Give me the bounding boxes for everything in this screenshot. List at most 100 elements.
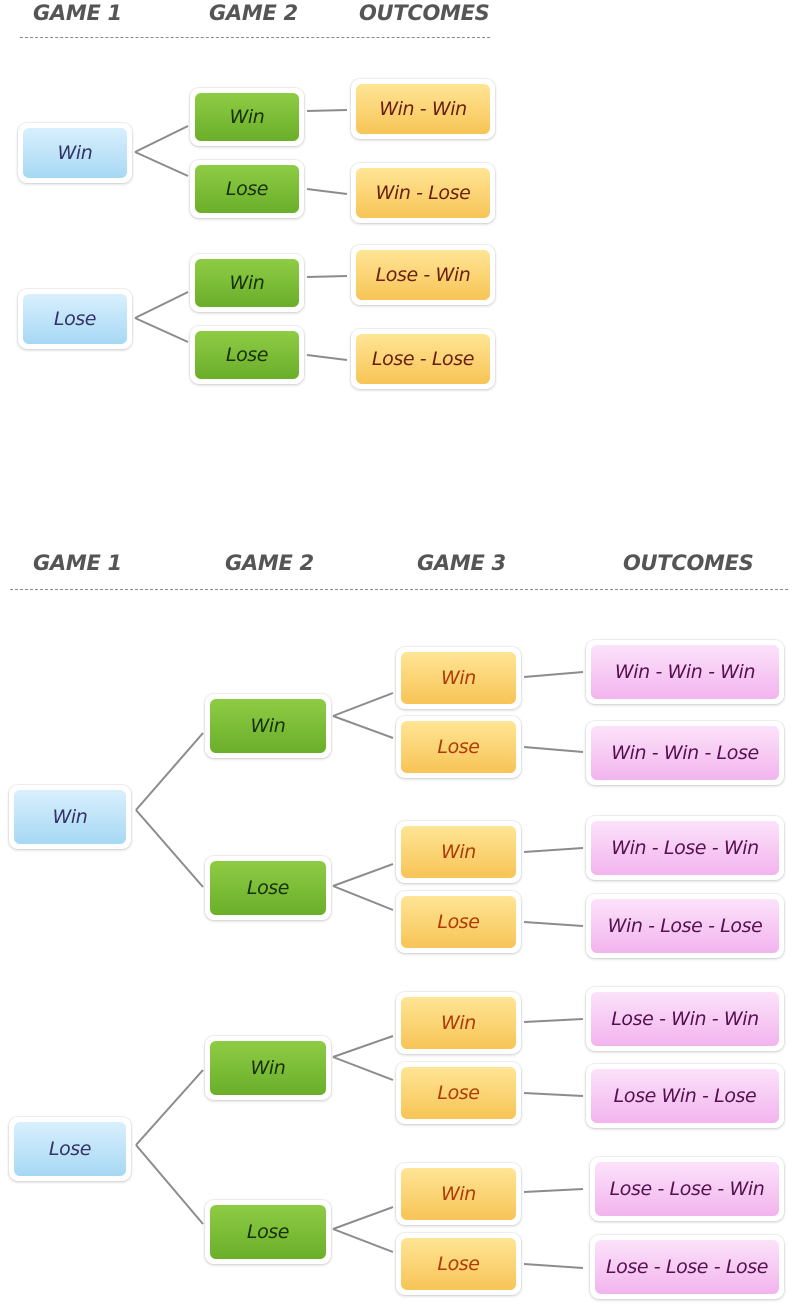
outcome-node: Lose - Lose - Lose xyxy=(590,1235,784,1299)
node-label: Win - Win - Win xyxy=(591,645,779,699)
node-label: Lose xyxy=(401,721,516,773)
game1-node-lose: Lose xyxy=(18,289,132,349)
node-label: Lose - Lose xyxy=(356,334,490,384)
node-label: Win - Win - Lose xyxy=(591,726,779,780)
connector xyxy=(332,715,394,739)
connector xyxy=(523,1263,584,1269)
game2-node-win: Win xyxy=(190,88,304,146)
game2-node-lose: Lose xyxy=(205,856,331,920)
header-outcomes: OUTCOMES xyxy=(359,1,490,25)
connector xyxy=(135,1069,204,1146)
game3-node-win: Win xyxy=(396,992,521,1054)
outcome-node: Win - Win - Lose xyxy=(586,721,784,785)
header-game-1: GAME 1 xyxy=(33,1,122,25)
node-label: Win xyxy=(401,652,516,704)
game2-node-win: Win xyxy=(205,1036,331,1100)
node-label: Lose xyxy=(23,294,127,344)
node-label: Win xyxy=(210,699,326,753)
outcome-node: Lose - Lose xyxy=(351,329,495,389)
connector xyxy=(523,671,584,678)
connector xyxy=(332,863,394,887)
node-label: Win xyxy=(401,826,516,878)
node-label: Lose - Lose - Lose xyxy=(595,1240,779,1294)
node-label: Lose xyxy=(195,331,299,379)
node-label: Win xyxy=(210,1041,326,1095)
game2-node-win: Win xyxy=(205,694,331,758)
header-outcomes: OUTCOMES xyxy=(623,551,754,575)
node-label: Win xyxy=(23,128,127,178)
connector xyxy=(135,732,204,811)
header-divider xyxy=(20,37,490,38)
connector xyxy=(306,354,348,361)
connector xyxy=(332,1228,394,1253)
node-label: Win - Lose - Win xyxy=(591,821,779,875)
game3-node-lose: Lose xyxy=(396,891,521,953)
node-label: Lose xyxy=(401,1067,516,1119)
node-label: Lose xyxy=(195,165,299,213)
connector xyxy=(332,1206,394,1230)
game2-node-lose: Lose xyxy=(205,1200,331,1264)
outcome-node: Win - Lose - Win xyxy=(586,816,784,880)
game3-node-lose: Lose xyxy=(396,716,521,778)
connector xyxy=(332,1056,394,1081)
connector xyxy=(332,692,394,717)
game1-node-win: Win xyxy=(9,785,131,849)
node-label: Win xyxy=(195,93,299,141)
outcome-node: Lose - Win - Win xyxy=(586,987,784,1051)
connector xyxy=(134,151,189,177)
outcome-node: Win - Win - Win xyxy=(586,640,784,704)
connector xyxy=(306,188,348,195)
connector xyxy=(523,847,584,853)
outcome-node: Win - Win xyxy=(351,79,495,139)
game3-node-lose: Lose xyxy=(396,1233,521,1295)
connector xyxy=(332,885,394,911)
connector xyxy=(332,1035,394,1058)
node-label: Win - Lose xyxy=(356,168,490,218)
outcome-node: Win - Lose xyxy=(351,163,495,223)
node-label: Lose - Win xyxy=(356,250,490,300)
outcome-node: Lose - Win xyxy=(351,245,495,305)
game2-node-lose: Lose xyxy=(190,326,304,384)
game1-node-lose: Lose xyxy=(9,1117,131,1181)
connector xyxy=(523,746,584,753)
node-label: Win xyxy=(401,1168,516,1220)
node-label: Lose - Lose - Win xyxy=(595,1162,779,1216)
node-label: Lose - Win - Win xyxy=(591,992,779,1046)
game3-node-win: Win xyxy=(396,1163,521,1225)
node-label: Lose xyxy=(401,1238,516,1290)
game3-node-win: Win xyxy=(396,647,521,709)
game3-node-lose: Lose xyxy=(396,1062,521,1124)
node-label: Win - Lose - Lose xyxy=(591,899,779,953)
outcome-node: Lose - Lose - Win xyxy=(590,1157,784,1221)
header-divider xyxy=(10,589,788,590)
connector xyxy=(134,291,189,319)
node-label: Win xyxy=(14,790,126,844)
node-label: Lose xyxy=(14,1122,126,1176)
node-label: Lose xyxy=(210,1205,326,1259)
node-label: Win xyxy=(195,259,299,307)
connector xyxy=(523,921,584,927)
node-label: Win xyxy=(401,997,516,1049)
node-label: Lose xyxy=(401,896,516,948)
game2-node-lose: Lose xyxy=(190,160,304,218)
game2-node-win: Win xyxy=(190,254,304,312)
connector xyxy=(134,125,189,153)
outcome-node: Win - Lose - Lose xyxy=(586,894,784,958)
connector xyxy=(135,809,204,888)
connector xyxy=(523,1092,584,1097)
node-label: Lose Win - Lose xyxy=(591,1069,779,1123)
header-game-2: GAME 2 xyxy=(225,551,314,575)
game1-node-win: Win xyxy=(18,123,132,183)
connector xyxy=(306,275,348,278)
header-game-2: GAME 2 xyxy=(209,1,298,25)
connector xyxy=(523,1018,584,1023)
outcome-node: Lose Win - Lose xyxy=(586,1064,784,1128)
connector xyxy=(523,1188,584,1193)
connector xyxy=(135,1144,204,1225)
node-label: Lose xyxy=(210,861,326,915)
header-game-3: GAME 3 xyxy=(417,551,506,575)
header-game-1: GAME 1 xyxy=(33,551,122,575)
game3-node-win: Win xyxy=(396,821,521,883)
